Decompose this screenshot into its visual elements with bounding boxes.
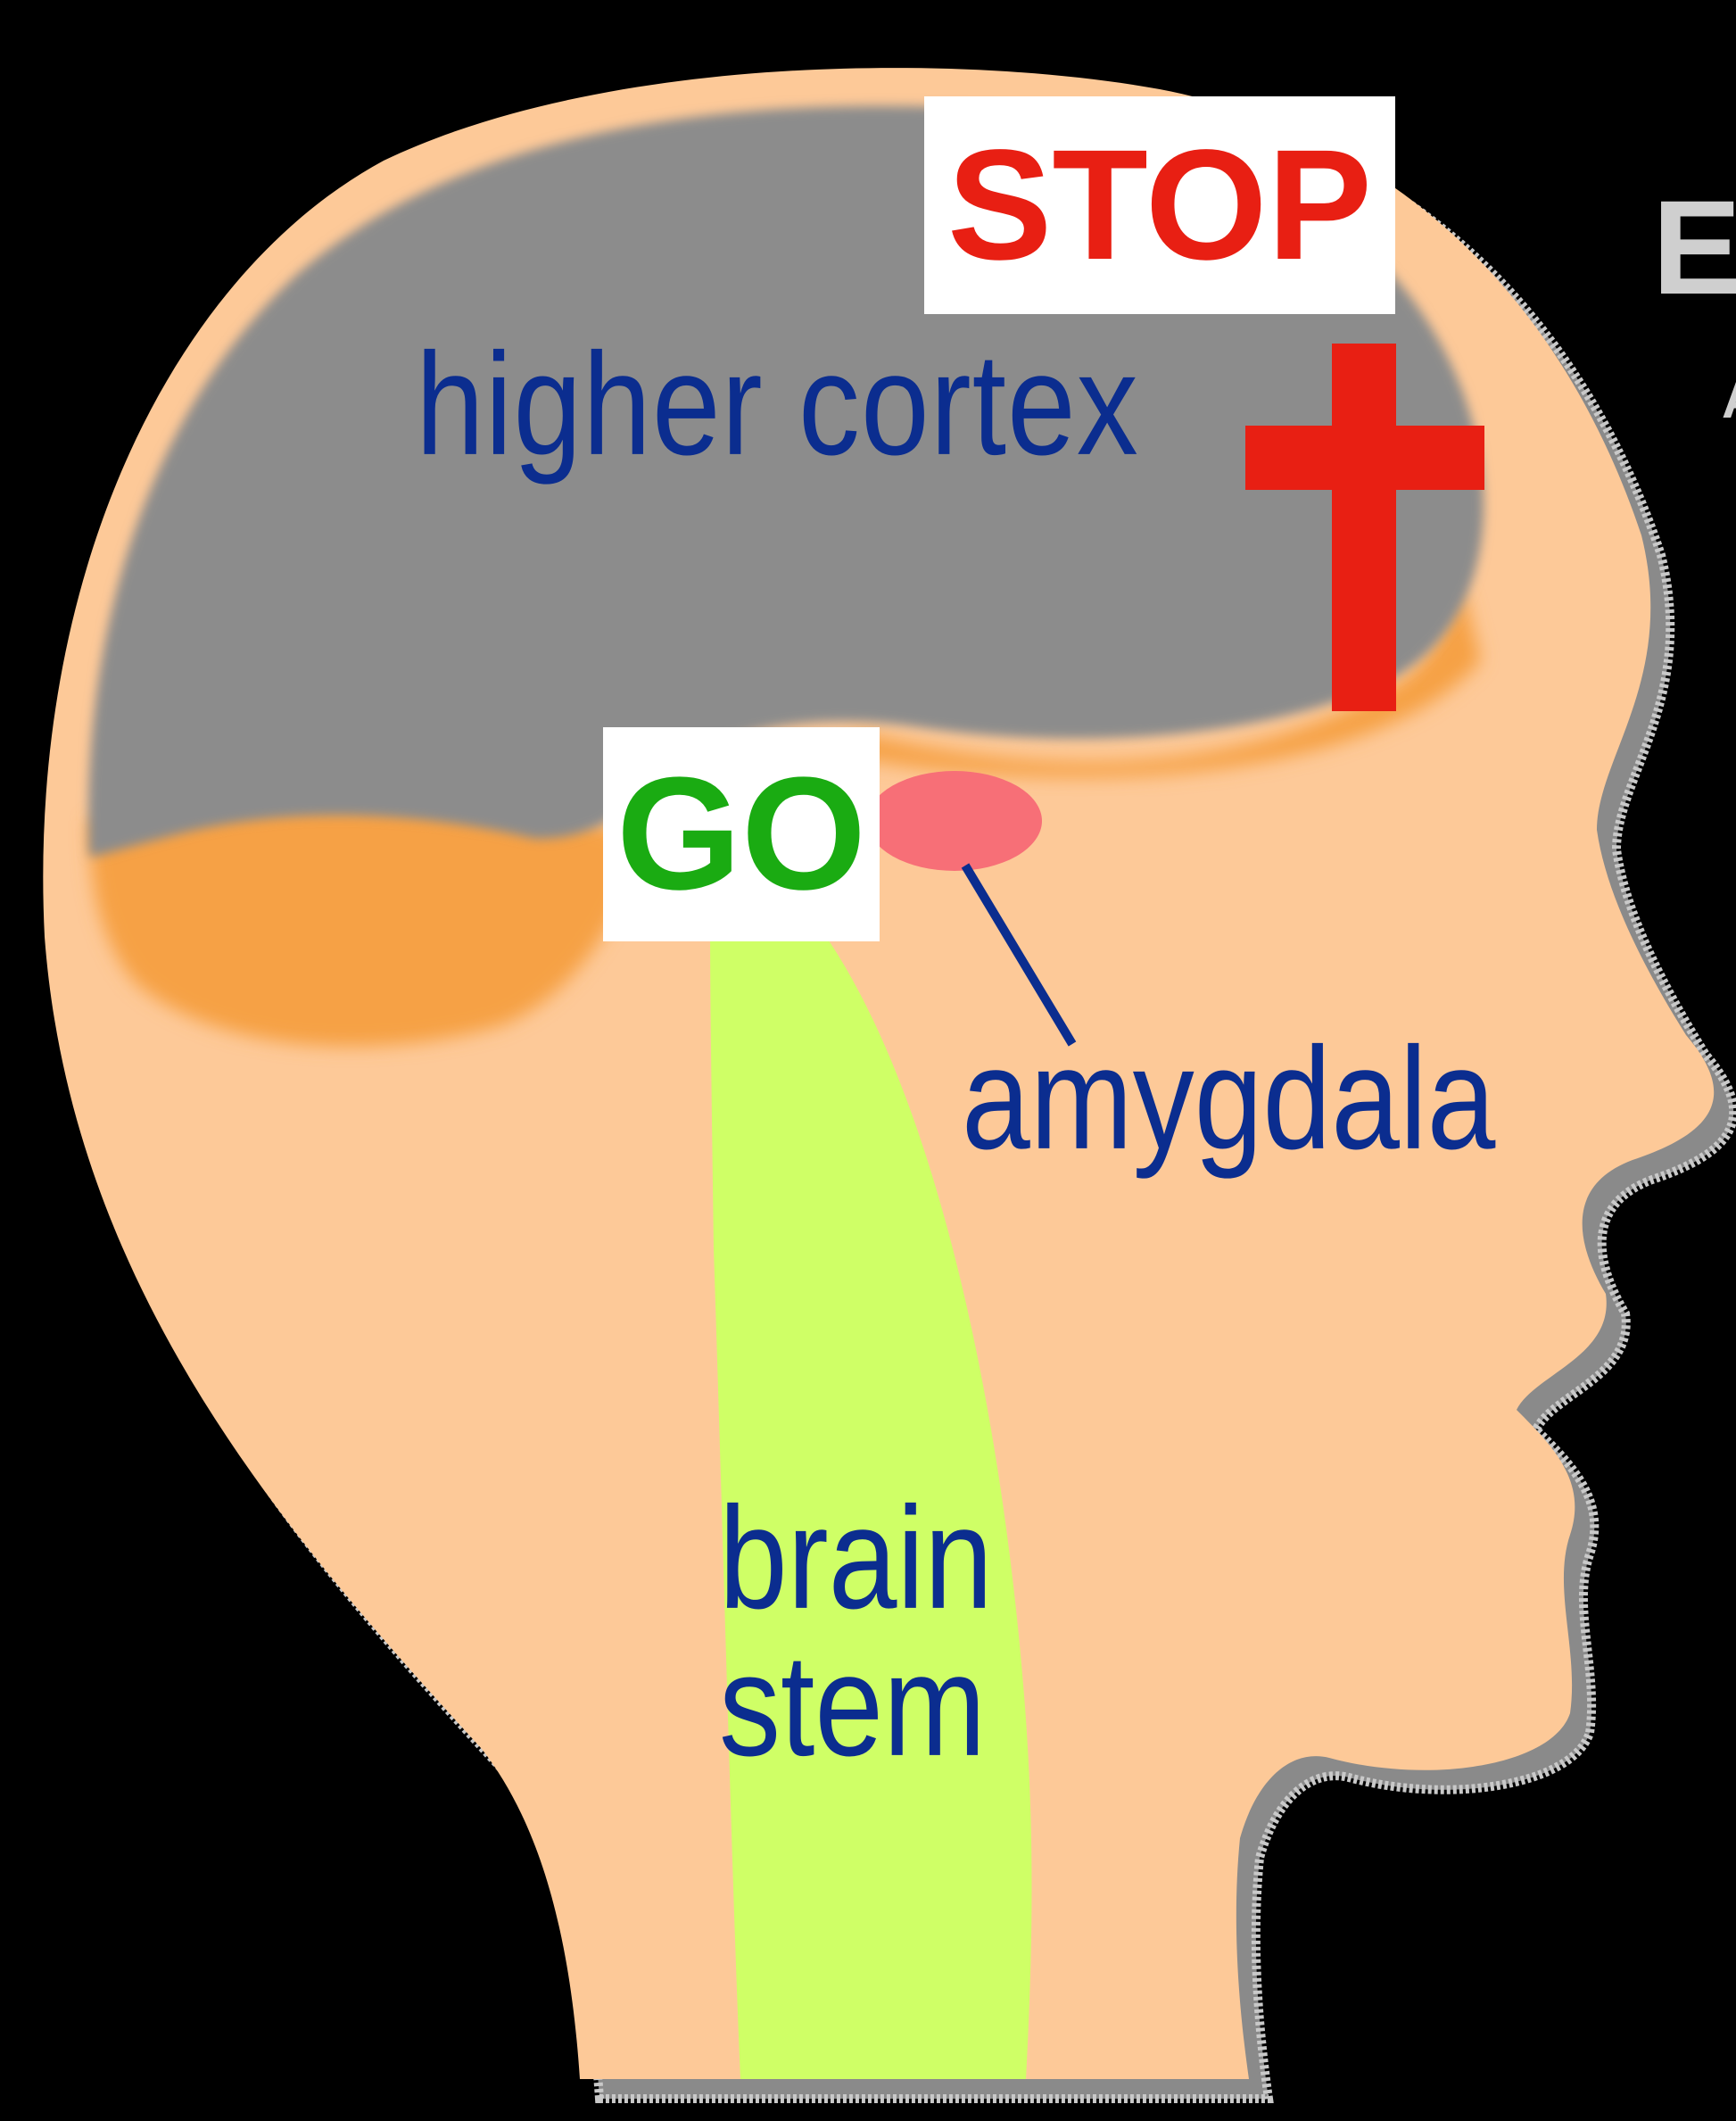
cross-horizontal-bar xyxy=(1245,426,1484,490)
amygdala-label: amygdala xyxy=(962,1026,1495,1172)
go-label: GO xyxy=(616,754,866,915)
stop-label: STOP xyxy=(947,127,1372,284)
brain-stem-label-line1: brain xyxy=(719,1486,993,1631)
higher-cortex-label: higher cortex xyxy=(416,332,1139,477)
go-sign: GO xyxy=(603,727,880,941)
cropped-subtitle-letter: A xyxy=(1722,373,1736,427)
cropped-title-letter: E xyxy=(1652,180,1736,314)
brain-stem-label-line2: stem xyxy=(719,1633,986,1778)
cross-vertical-bar xyxy=(1332,344,1396,711)
stop-sign: STOP xyxy=(924,96,1395,314)
amygdala-region xyxy=(867,771,1042,871)
